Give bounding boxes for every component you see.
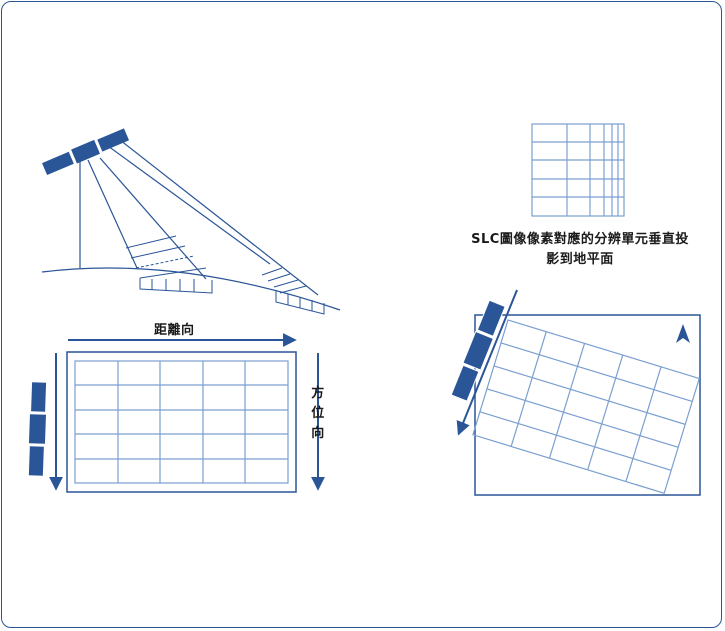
ground-curve xyxy=(41,267,341,311)
north-arrow-icon xyxy=(676,324,690,343)
range-direction-label: 距離向 xyxy=(154,323,195,338)
slc-pixel-grid xyxy=(531,123,625,217)
azimuth-direction-label: 方位向 xyxy=(311,386,325,441)
projection-caption: SLC圖像像素對應的分辨單元垂直投影到地平面 xyxy=(471,232,689,267)
flight-direction-arrow-icon xyxy=(456,289,518,436)
satellite-icon xyxy=(450,299,506,402)
near-beam xyxy=(87,159,138,269)
satellite-icon xyxy=(27,381,48,477)
slant-range-grid xyxy=(27,333,325,493)
near-footprint xyxy=(125,235,213,294)
far-beam xyxy=(107,145,271,265)
ground-projection xyxy=(450,289,701,496)
far-footprint xyxy=(261,267,325,315)
side-view-geometry xyxy=(40,127,341,315)
satellite-icon xyxy=(40,127,131,177)
